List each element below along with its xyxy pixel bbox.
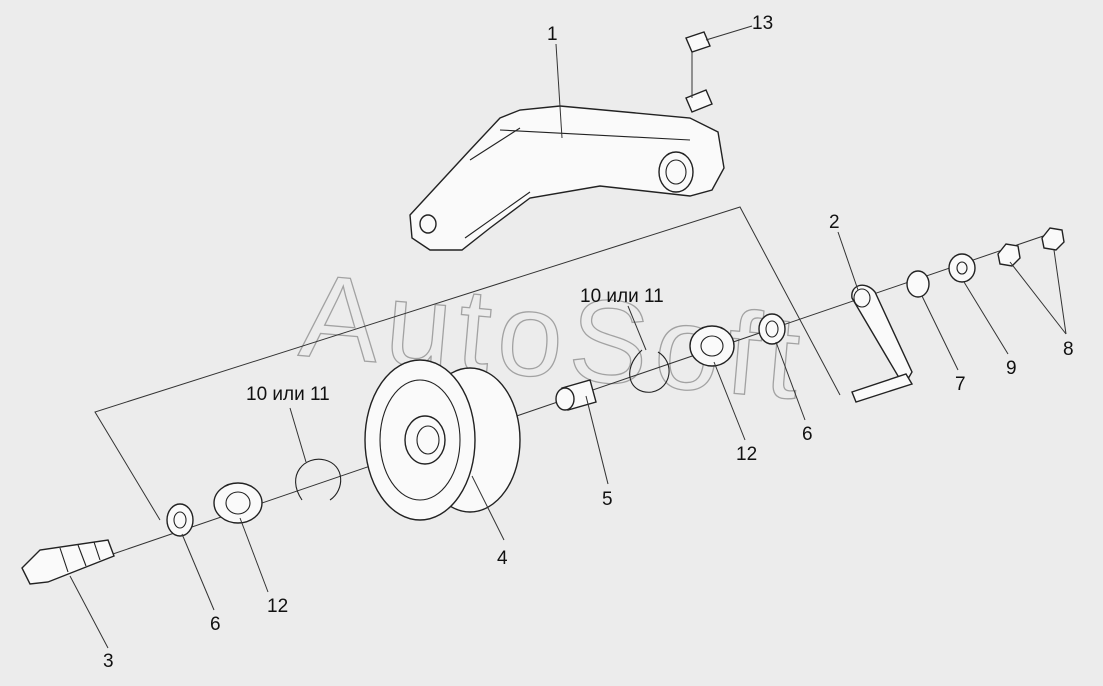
axle-pin-part-3	[21, 539, 115, 585]
pulley-part-4	[364, 359, 521, 521]
bushing-part-7	[906, 270, 930, 298]
washer-part-9	[948, 253, 976, 283]
callout-6-right: 6	[802, 424, 813, 445]
callout-12-left: 12	[267, 596, 288, 617]
leader-lines	[69, 25, 1067, 649]
callout-10-or-11-left: 10 или 11	[246, 384, 330, 405]
washer-part-6-left-hole	[173, 511, 187, 529]
callout-1: 1	[547, 24, 558, 45]
washer-part-9-hole	[956, 261, 968, 275]
snap-ring-part-10-right	[629, 349, 670, 393]
bracket-part-2	[851, 284, 914, 403]
nut-part-8-a	[997, 243, 1021, 267]
callout-5: 5	[602, 489, 613, 510]
callout-9: 9	[1006, 358, 1017, 379]
lever-arm-part-1	[409, 50, 725, 251]
callout-13: 13	[752, 13, 773, 34]
bearing-part-12-right	[689, 325, 735, 367]
washer-part-6-right-hole	[765, 320, 779, 338]
washer-part-6-left	[166, 503, 194, 537]
callout-4: 4	[497, 548, 508, 569]
washer-part-6-right	[758, 313, 786, 345]
callout-labels: 1 13 2 10 или 11 10 или 11 12 12 6 6 5 4…	[103, 13, 1074, 672]
callout-12-right: 12	[736, 444, 757, 465]
callout-6-left: 6	[210, 614, 221, 635]
bearing-part-12-left	[213, 482, 263, 524]
callout-2: 2	[829, 212, 840, 233]
callout-10-or-11-right: 10 или 11	[580, 286, 664, 307]
callout-3: 3	[103, 651, 114, 672]
callout-7: 7	[955, 374, 966, 395]
nut-part-8-b	[1041, 227, 1065, 251]
grease-nipple-part-13	[685, 31, 711, 53]
snap-ring-part-10-left	[295, 458, 342, 501]
callout-8: 8	[1063, 339, 1074, 360]
